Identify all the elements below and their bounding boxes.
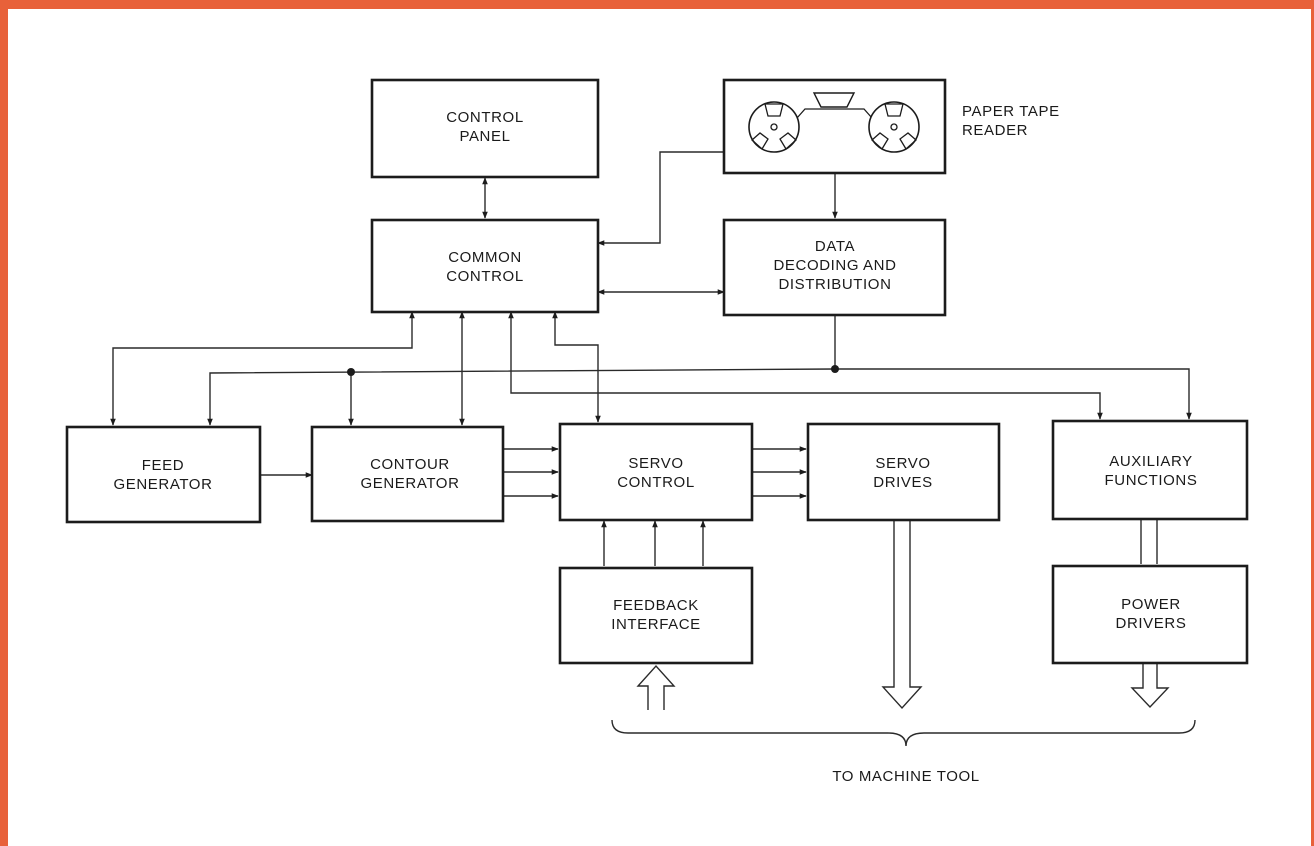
block-auxiliary-functions: AUXILIARY FUNCTIONS <box>1051 419 1249 521</box>
block-power-drivers: POWER DRIVERS <box>1051 564 1249 665</box>
tape-head-icon <box>812 92 856 108</box>
power-output-arrow <box>1130 663 1170 709</box>
tape-path <box>796 108 873 119</box>
aux-power-connector <box>1140 519 1158 564</box>
tape-reel-icon <box>868 101 920 153</box>
block-contour-generator: CONTOUR GENERATOR <box>310 425 505 523</box>
contour-generator-line-2: GENERATOR <box>360 475 459 492</box>
tape-reel-icon <box>748 101 800 153</box>
feedback-interface-line-2: INTERFACE <box>611 616 701 633</box>
feedback-input-arrow <box>636 664 676 710</box>
feed-generator-line-2: GENERATOR <box>113 476 212 493</box>
machine-tool-label: TO MACHINE TOOL <box>832 768 979 785</box>
block-servo-control: SERVO CONTROL <box>558 422 754 522</box>
common-control-line-2: CONTROL <box>446 268 524 285</box>
servo-control-line-1: SERVO <box>628 455 683 472</box>
contour-generator-line-1: CONTOUR <box>370 456 450 473</box>
common-feed-link <box>110 311 415 426</box>
power-drivers-line-2: DRIVERS <box>1116 615 1187 632</box>
distribution-bus-right <box>835 368 1192 420</box>
servo-control-line-2: CONTROL <box>617 474 695 491</box>
hollow-arrows <box>636 519 1170 710</box>
servo-drives-line-2: DRIVES <box>873 474 932 491</box>
reader-to-common-link <box>597 151 724 246</box>
junction-dot <box>831 365 839 373</box>
common-servo-link <box>552 311 601 423</box>
connections <box>110 151 1192 566</box>
auxiliary-functions-line-2: FUNCTIONS <box>1105 472 1198 489</box>
block-feed-generator: FEED GENERATOR <box>65 425 262 524</box>
data-decoding-line-3: DISTRIBUTION <box>778 276 891 293</box>
feedback-interface-line-1: FEEDBACK <box>613 597 699 614</box>
paper-tape-label-line-1: PAPER TAPE <box>962 103 1060 120</box>
common-control-line-1: COMMON <box>448 249 522 266</box>
data-decoding-line-2: DECODING AND <box>773 257 896 274</box>
machine-tool-brace <box>611 719 1196 747</box>
block-paper-tape-reader: PAPER TAPE READER <box>722 78 1060 175</box>
control-panel-line-2: PANEL <box>459 128 510 145</box>
block-servo-drives: SERVO DRIVES <box>806 422 1001 522</box>
servo-drives-line-1: SERVO <box>875 455 930 472</box>
block-feedback-interface: FEEDBACK INTERFACE <box>558 566 754 665</box>
control-panel-line-1: CONTROL <box>446 109 524 126</box>
power-drivers-line-1: POWER <box>1121 596 1181 613</box>
data-decoding-line-1: DATA <box>815 238 855 255</box>
junction-dot <box>347 368 355 376</box>
distribution-bus-left <box>207 368 836 426</box>
block-control-panel: CONTROL PANEL <box>370 78 600 179</box>
feed-generator-line-1: FEED <box>142 457 184 474</box>
common-auxiliary-link <box>508 311 1103 420</box>
block-data-decoding: DATA DECODING AND DISTRIBUTION <box>722 218 947 317</box>
block-common-control: COMMON CONTROL <box>370 218 600 314</box>
auxiliary-functions-line-1: AUXILIARY <box>1109 453 1193 470</box>
paper-tape-label-line-2: READER <box>962 122 1028 139</box>
drives-output-arrow <box>881 520 923 710</box>
